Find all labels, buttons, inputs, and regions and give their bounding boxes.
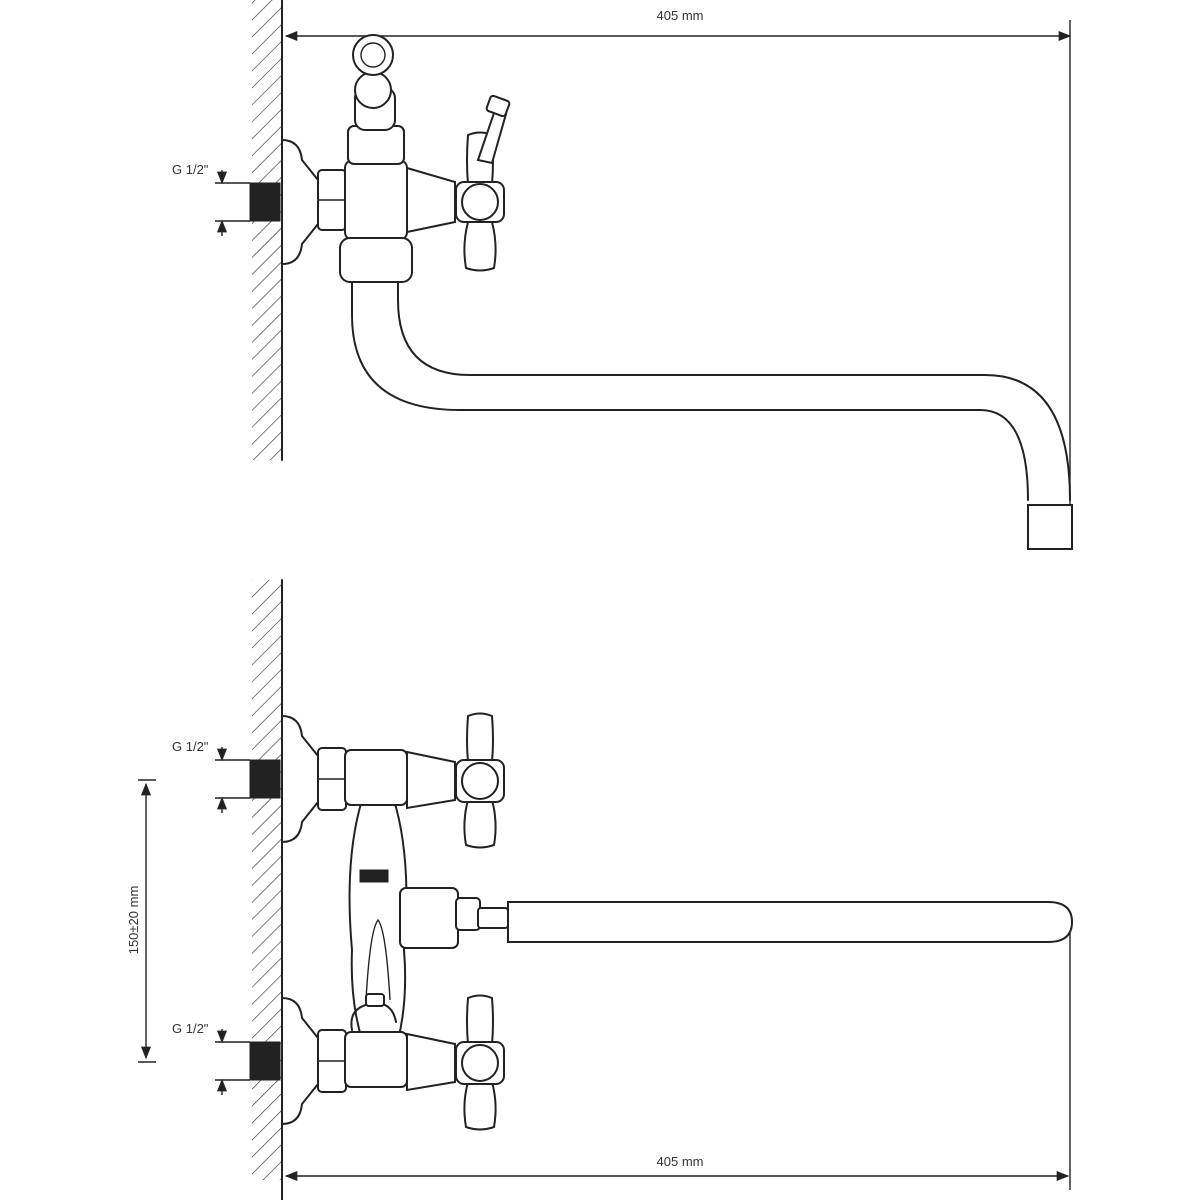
- spout-bottom: [399, 887, 1074, 949]
- width-label-bottom: 405 mm: [657, 1154, 704, 1169]
- spacing-label: 150±20 mm: [126, 886, 141, 955]
- valve-handle-bottom-lower: [406, 994, 505, 1131]
- shower-holder: [350, 993, 397, 1031]
- width-dimension-bottom: 405 mm: [284, 920, 1071, 1190]
- thread-inlet-bottom-upper: G 1/2": [172, 739, 281, 813]
- width-dimension-top: 405 mm: [284, 8, 1072, 510]
- escutcheon-top: [281, 138, 319, 266]
- bottom-view: 150±20 mm 405 mm G 1/2" G 1/2": [126, 579, 1074, 1200]
- top-view: 405 mm G 1/2": [172, 0, 1073, 550]
- diverter-lever-top: [476, 94, 511, 165]
- thread-label-bottom-lower: G 1/2": [172, 1021, 209, 1036]
- valve-handle-bottom-upper: [406, 712, 505, 849]
- thread-inlet-top: G 1/2": [172, 162, 281, 236]
- hex-nut-top: [317, 169, 347, 231]
- thread-label-top: G 1/2": [172, 162, 209, 177]
- lower-arm: [317, 1029, 408, 1093]
- width-label-top: 405 mm: [657, 8, 704, 23]
- spout-top: [351, 279, 1073, 550]
- wall-top: [252, 0, 283, 461]
- wall-bottom: [252, 579, 283, 1200]
- thread-label-bottom-upper: G 1/2": [172, 739, 209, 754]
- spacing-dimension: 150±20 mm: [126, 779, 156, 1063]
- thread-inlet-bottom-lower: G 1/2": [172, 1021, 281, 1095]
- mixer-body-top: [339, 34, 413, 283]
- escutcheon-bottom-lower: [281, 996, 319, 1126]
- escutcheon-bottom-upper: [281, 714, 319, 844]
- upper-arm: [317, 747, 408, 811]
